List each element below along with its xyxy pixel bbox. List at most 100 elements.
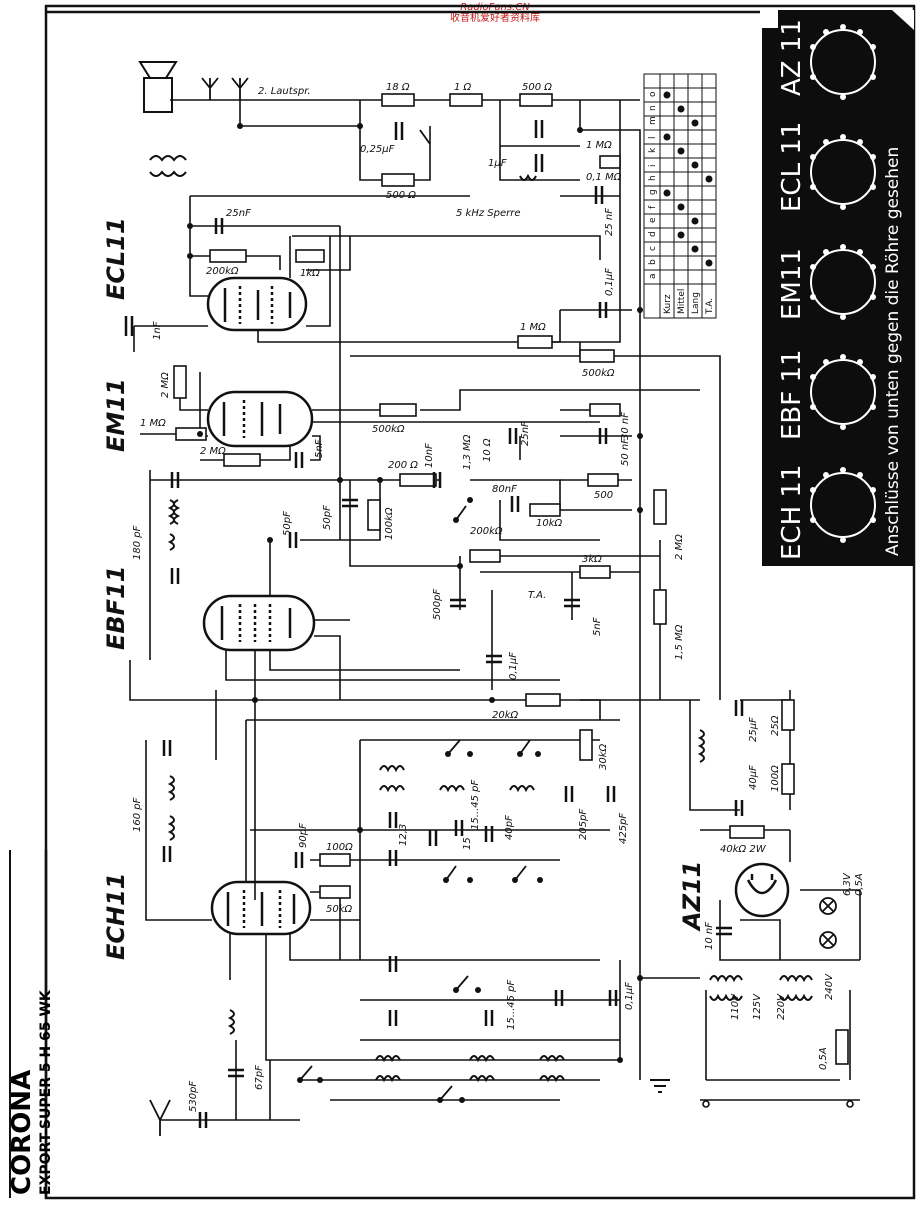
- label-r500: 500: [594, 490, 613, 501]
- switch-col-b: b: [648, 259, 658, 265]
- label-r2m-r: 2 MΩ: [674, 534, 685, 560]
- page-frame: [44, 4, 916, 1200]
- label-r100o: 100Ω: [326, 842, 353, 853]
- label-c25-ecl: 25 nF: [604, 208, 615, 236]
- label-c205: 205pF: [578, 809, 589, 840]
- tube-em11: [206, 390, 314, 448]
- label-r3k: 3kΩ: [582, 554, 602, 565]
- label-c425: 425pF: [618, 813, 629, 844]
- tube-label-ech11: ECH11: [102, 873, 130, 961]
- label-c160: 160 pF: [132, 797, 143, 832]
- label-v220: 220V: [776, 993, 787, 1020]
- label-r25: 25Ω: [770, 715, 781, 736]
- title-brand: CORONA: [7, 1070, 37, 1195]
- title-block: CORONA EXPORT-SUPER 5 H 65 WK: [7, 850, 54, 1198]
- label-c15b: 15...45 pF: [506, 979, 517, 1030]
- antenna-icon: [149, 77, 249, 1136]
- label-c50nf: 50 nF: [620, 438, 631, 466]
- label-c01b: 0,1μF: [624, 982, 635, 1010]
- label-r13m: 1,3 MΩ: [462, 434, 473, 470]
- switch-table: [643, 73, 717, 319]
- speaker-label: 2. Lautspr.: [258, 86, 311, 97]
- label-c01-ecl: 0,1μF: [604, 268, 615, 296]
- label-r18: 18 Ω: [386, 82, 410, 93]
- wiring: [129, 99, 861, 1121]
- label-c5nf: 5nF: [314, 439, 325, 458]
- label-c50pf: 50pF: [322, 505, 333, 530]
- switch-col-c: c: [648, 246, 658, 251]
- label-c25pf: 25μF: [748, 717, 759, 742]
- switch-col-d: d: [648, 231, 658, 237]
- tube-ebf11: [202, 594, 316, 652]
- switch-col-k: k: [648, 147, 658, 153]
- label-v240: 240V: [824, 973, 835, 1000]
- socket-label-az11: AZ 11: [777, 19, 807, 96]
- label-v125: 125V: [752, 993, 763, 1020]
- label-r500a: 500 Ω: [522, 82, 552, 93]
- label-c01: 0,1μF: [508, 652, 519, 680]
- capacitors: [124, 120, 744, 1128]
- coils: [149, 155, 813, 1083]
- label-c15-45: 15...45 pF: [470, 779, 481, 830]
- label-r1: 1 Ω: [454, 82, 472, 93]
- socket-label-em11: EM11: [777, 248, 807, 320]
- switch-col-l: l: [648, 136, 658, 139]
- label-c25nf: 25nF: [520, 421, 531, 446]
- label-r1m-em: 1 MΩ: [140, 418, 166, 429]
- socket-label-ecl11: ECL 11: [777, 122, 807, 212]
- tube-label-az11: AZ11: [678, 861, 706, 932]
- switch-col-g: g: [648, 189, 658, 195]
- tube-label-em11: EM11: [102, 378, 130, 452]
- switch-blades: [299, 129, 531, 1101]
- label-r2m: 2 MΩ: [160, 372, 171, 398]
- label-c80nf: 80nF: [492, 484, 517, 495]
- label-c30nf: 30 nF: [620, 412, 631, 440]
- label-fuse: 0,5A: [818, 1047, 829, 1070]
- label-c25n: 25nF: [226, 208, 251, 219]
- tube-ech11: [210, 880, 312, 936]
- title-model: EXPORT-SUPER 5 H 65 WK: [38, 989, 54, 1195]
- tube-az11: [734, 862, 790, 918]
- label-r1k: 1kΩ: [300, 268, 320, 279]
- switch-table-dots: [663, 91, 713, 267]
- label-c67: 67pF: [254, 1065, 265, 1090]
- label-c15: 15: [462, 837, 473, 850]
- label-c025: 0,25μF: [360, 144, 395, 155]
- label-r20k: 20kΩ: [492, 710, 519, 721]
- watermark-line1: RadioFans.CN: [460, 2, 530, 13]
- pilot-lamps: [819, 897, 837, 949]
- ground-icon: [650, 1079, 670, 1093]
- label-c40pf: 40μF: [748, 765, 759, 790]
- label-r100k: 100kΩ: [384, 507, 395, 540]
- label-v63: 6,3V: [842, 872, 853, 896]
- label-r40k: 40kΩ 2W: [720, 844, 767, 855]
- label-r50k: 50kΩ: [326, 904, 353, 915]
- label-tone: 0,1 MΩ: [586, 172, 622, 183]
- label-r10m: 10 Ω: [482, 438, 493, 462]
- label-c5nf-b: 5nF: [592, 617, 603, 636]
- switch-row-mittel: Mittel: [677, 289, 687, 314]
- mains-terminals: [702, 1100, 854, 1108]
- switch-row-ta: T.A.: [705, 298, 715, 315]
- label-r1m: 1 MΩ: [520, 322, 546, 333]
- socket-panel: ECH 11 EBF 11 EM11 ECL 11 AZ 11 Anschlüs…: [762, 10, 914, 566]
- socket-label-ech11: ECH 11: [777, 465, 807, 560]
- junctions: [187, 123, 643, 1063]
- switch-col-o: o: [648, 91, 658, 97]
- tube-label-ebf11: EBF11: [102, 566, 130, 650]
- label-c12: 12,3: [398, 824, 409, 846]
- label-r1m-b: 1 MΩ: [586, 140, 612, 151]
- label-r30k: 30kΩ: [598, 743, 609, 770]
- tube-ecl11: [206, 276, 308, 332]
- label-r15m: 1,5 MΩ: [674, 624, 685, 660]
- label-c90pf: 90pF: [298, 823, 309, 848]
- label-c10nf-b: 10 nF: [704, 922, 715, 950]
- switch-col-a: a: [648, 273, 658, 279]
- switch-contacts: [297, 497, 543, 1103]
- label-c10nf: 10nF: [424, 443, 435, 468]
- label-r500k: 500kΩ: [372, 424, 405, 435]
- label-r10k: 10kΩ: [536, 518, 563, 529]
- label-r500k-ecl: 500kΩ: [582, 368, 615, 379]
- socket-caption: Anschlüsse von unten gegen die Röhre ges…: [883, 147, 903, 556]
